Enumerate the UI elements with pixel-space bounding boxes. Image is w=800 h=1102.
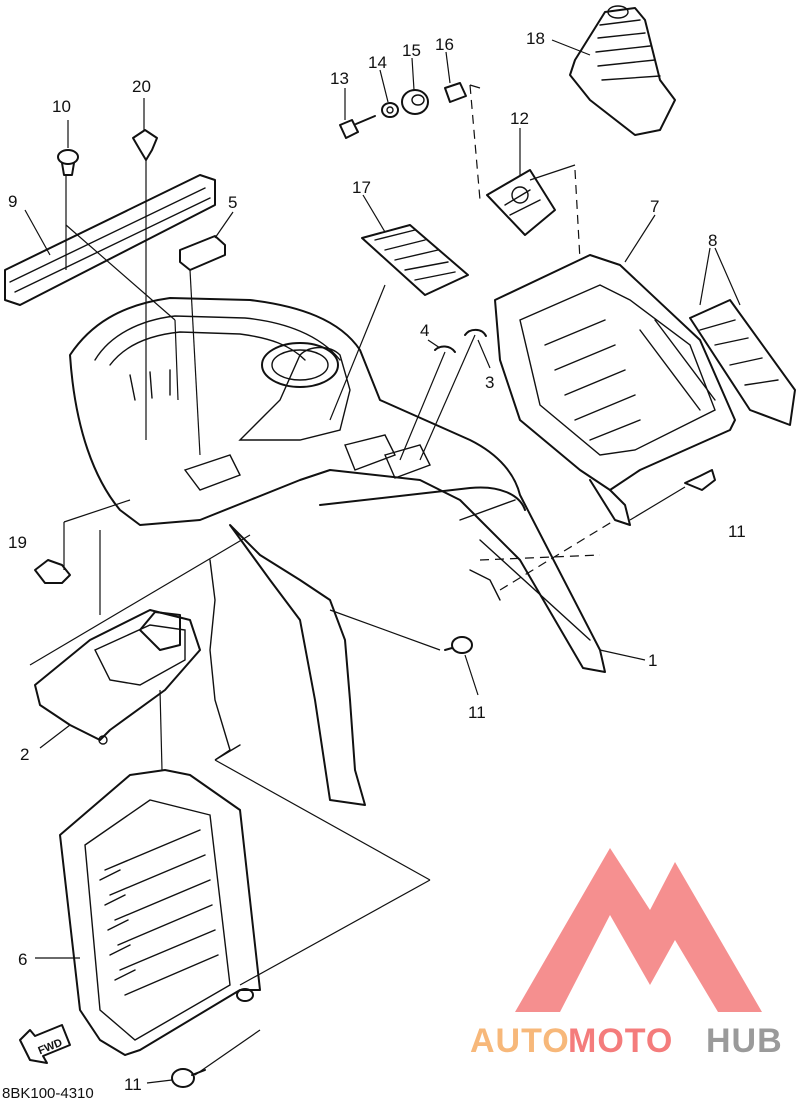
watermark-auto: AUTO	[470, 1022, 570, 1060]
callout-9: 9	[8, 192, 17, 211]
callout-12: 12	[510, 109, 529, 128]
side-louver-panel-part-6	[59, 769, 261, 1056]
lower-cover-part-2	[34, 609, 201, 745]
callout-leaders	[24, 39, 741, 1084]
boot-part-18	[569, 5, 676, 136]
callout-16: 16	[435, 35, 454, 54]
collar-part-6-lower	[236, 988, 254, 1002]
callout-18: 18	[526, 29, 545, 48]
callout-1: 1	[648, 651, 657, 670]
callout-17: 17	[352, 178, 371, 197]
callout-2: 2	[20, 745, 29, 764]
callout-labels: 1 2 3 4 5 6 7 8 9 10 11 11 11 12 13 14 1…	[2, 29, 746, 1102]
watermark-logo	[515, 848, 762, 1012]
rivet-part-20	[132, 129, 158, 440]
fwd-arrow-icon: FWD	[19, 1024, 71, 1064]
callout-6: 6	[18, 950, 27, 969]
callout-11-right: 11	[728, 522, 746, 541]
watermark-hub: HUB	[706, 1022, 783, 1060]
front-panel-part-1	[69, 297, 606, 806]
latch-part-12	[486, 169, 556, 236]
callout-7: 7	[650, 197, 659, 216]
assembly-lines	[29, 84, 686, 1076]
callout-15: 15	[402, 41, 421, 60]
screw-part-11-center	[444, 636, 473, 654]
rear-louver-panel-part-7	[494, 254, 736, 526]
rubber-strip-part-8	[689, 299, 796, 426]
callout-11-center: 11	[468, 703, 486, 722]
collar-part-16	[444, 82, 467, 103]
plate-part-17	[361, 224, 469, 296]
bushing-part-3	[419, 328, 487, 461]
watermark-moto: MOTO	[568, 1022, 673, 1060]
callout-14: 14	[368, 53, 387, 72]
fwd-label: FWD	[36, 1037, 64, 1058]
clip-part-19	[34, 559, 71, 584]
callout-4: 4	[420, 321, 429, 340]
clip-part-10	[57, 149, 79, 176]
callout-10: 10	[52, 97, 71, 116]
washer-part-14	[381, 102, 399, 118]
bracket-part-5	[179, 235, 226, 456]
watermark-text: AUTO MOTO HUB	[470, 1022, 783, 1060]
drawing-code: 8BK100-4310	[2, 1085, 94, 1102]
callout-5: 5	[228, 193, 237, 212]
bolt-part-13	[339, 115, 376, 139]
nut-part-15	[401, 89, 429, 115]
rail-part-9	[4, 174, 216, 306]
callout-3: 3	[485, 373, 494, 392]
callout-11-bottom: 11	[124, 1075, 142, 1094]
callout-13: 13	[330, 69, 349, 88]
bushing-part-4	[399, 345, 456, 461]
callout-8: 8	[708, 231, 717, 250]
callout-20: 20	[132, 77, 151, 96]
screw-part-11-right	[684, 469, 716, 491]
callout-19: 19	[8, 533, 27, 552]
